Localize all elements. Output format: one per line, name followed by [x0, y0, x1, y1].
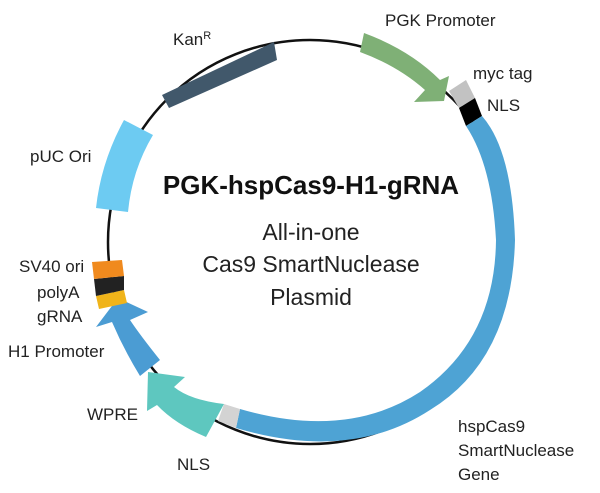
grna-label: gRNA [37, 307, 83, 326]
nls-feature-black [459, 98, 482, 126]
sv40-ori-label: SV40 ori [19, 257, 84, 276]
myc-tag-label: myc tag [473, 64, 533, 83]
puc-ori-feature [96, 120, 153, 212]
cas9-label-line-2: SmartNuclease [458, 441, 574, 460]
plasmid-title: PGK-hspCas9-H1-gRNA [163, 170, 459, 200]
cas9-gene-feature [236, 116, 515, 442]
puc-ori-label: pUC Ori [30, 147, 91, 166]
plasmid-subtitle-line-3: Plasmid [270, 284, 352, 310]
plasmid-subtitle-line-2: Cas9 SmartNuclease [202, 251, 419, 277]
wpre-arrow [147, 372, 224, 437]
pgk-promoter-label: PGK Promoter [385, 11, 496, 30]
kan-label-sup: R [203, 30, 211, 42]
kan-label-text: Kan [173, 30, 203, 49]
cas9-label-line-3: Gene [458, 465, 500, 484]
kan-feature [162, 42, 277, 108]
h1-promoter-label: H1 Promoter [8, 342, 105, 361]
sv40-ori-feature [92, 260, 124, 279]
nls-label-bottom: NLS [177, 455, 210, 474]
pgk-promoter-arrow [360, 33, 449, 102]
polya-label: polyA [37, 283, 80, 302]
nls-label-top: NLS [487, 96, 520, 115]
myc-tag-feature [449, 80, 475, 108]
wpre-label: WPRE [87, 405, 138, 424]
polya-feature [94, 276, 124, 296]
grna-feature [96, 290, 127, 309]
cas9-label-line-1: hspCas9 [458, 417, 525, 436]
plasmid-subtitle-line-1: All-in-one [262, 219, 359, 245]
kan-label: KanR [173, 30, 211, 49]
nls-feature-grey [218, 404, 240, 428]
h1-promoter-arrow [96, 298, 160, 376]
